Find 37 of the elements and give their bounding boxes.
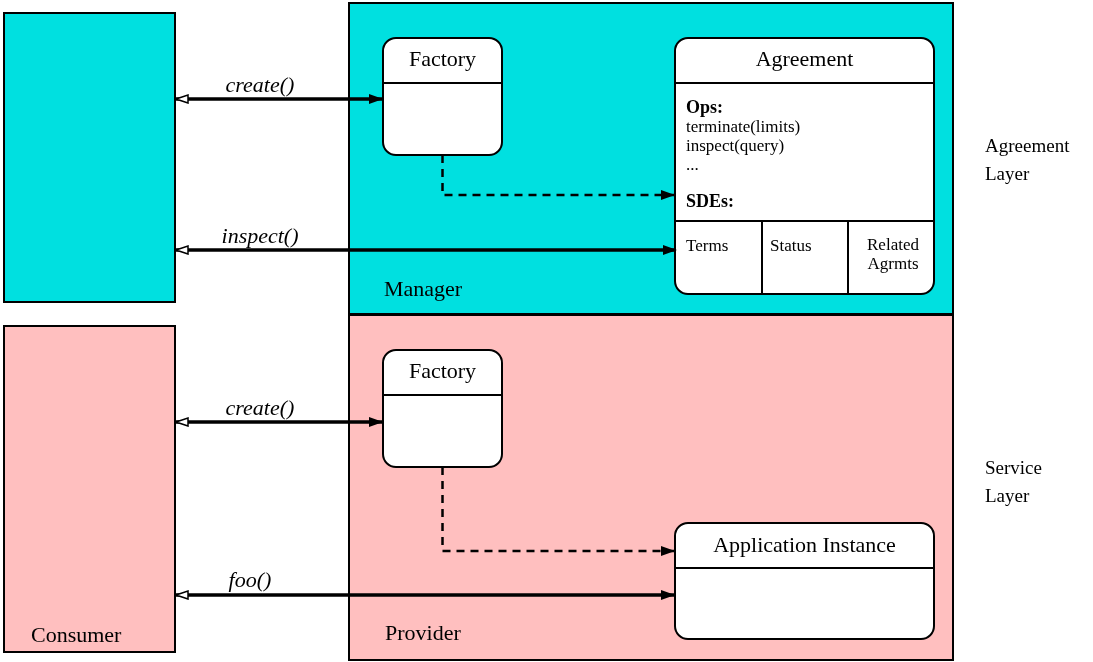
box-label: Manager: [384, 276, 463, 302]
double-arrow: [175, 94, 383, 104]
edge-label: inspect(): [221, 223, 299, 249]
edge-label: foo(): [228, 567, 272, 593]
operation: terminate(limits): [686, 117, 801, 137]
dashed-arrow: [441, 467, 675, 556]
dashed-arrow: [441, 155, 675, 200]
operation: inspect(query): [686, 136, 785, 156]
title: Application Instance: [712, 532, 897, 558]
box-label: Terms: [686, 236, 729, 256]
box-label: Provider: [385, 620, 461, 646]
title: Agreement: [754, 46, 855, 72]
title: Factory: [407, 358, 478, 384]
provider-panel: [348, 314, 954, 661]
factory-box: [382, 37, 503, 156]
status-cell: [761, 220, 849, 293]
section-heading: SDEs:: [686, 191, 734, 212]
double-arrow: [175, 245, 677, 255]
edge-label: create(): [225, 72, 295, 98]
title: Factory: [407, 46, 478, 72]
box-label: Related Agrmts: [866, 236, 920, 274]
box-label: Consumer: [31, 622, 122, 648]
double-arrow: [175, 590, 675, 600]
agreement-box: [674, 37, 935, 295]
edge-label: create(): [225, 395, 295, 421]
terms-cell: [676, 220, 763, 293]
layer-label: Service Layer: [985, 456, 1043, 508]
section-heading: Ops:: [686, 97, 723, 118]
operation: ...: [686, 155, 699, 175]
layer-label: Agreement Layer: [985, 134, 1071, 186]
consumer-panel: [3, 12, 176, 303]
consumer-panel: [3, 325, 176, 653]
factory-box: [382, 349, 503, 468]
application-instance-box: [674, 522, 935, 640]
box-label: Status: [770, 236, 812, 256]
manager-panel: [348, 2, 954, 315]
double-arrow: [175, 417, 383, 427]
